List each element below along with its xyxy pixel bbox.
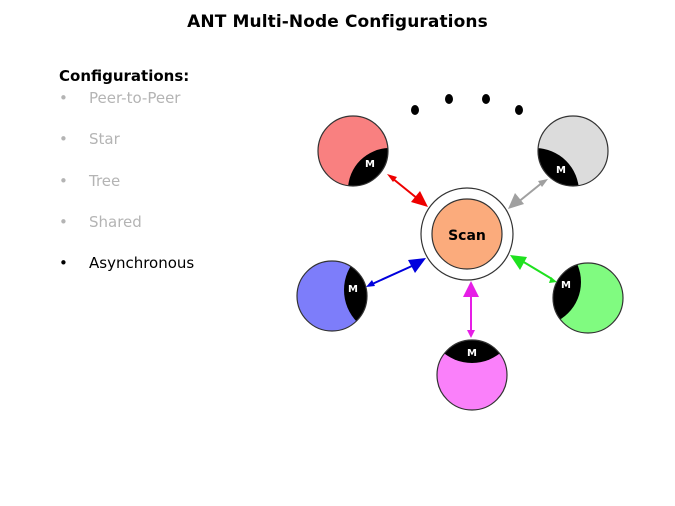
- ellipsis-dot: [445, 94, 453, 104]
- arrowhead-small: [538, 179, 548, 187]
- blue-node: M: [296, 260, 368, 332]
- bullet-icon: •: [59, 212, 68, 231]
- continuation-dots: [411, 94, 523, 115]
- slide-title: ANT Multi-Node Configurations: [187, 12, 488, 32]
- arrowhead-small: [387, 174, 397, 182]
- scan-node: Scan: [420, 187, 514, 281]
- master-segment: [538, 148, 579, 186]
- gray-node: M: [537, 115, 609, 187]
- arrowhead-large: [411, 191, 428, 207]
- arrowhead-small: [366, 280, 375, 287]
- arrowhead-large: [408, 258, 426, 273]
- ellipsis-dot: [411, 105, 419, 115]
- green-arrow: [510, 255, 557, 283]
- ellipsis-dot: [515, 105, 523, 115]
- master-label: M: [467, 348, 477, 359]
- scan-label: Scan: [448, 228, 486, 244]
- arrowhead-small: [549, 277, 557, 283]
- config-label: Star: [89, 130, 120, 149]
- config-label: Asynchronous: [89, 254, 195, 273]
- ellipsis-dot: [482, 94, 490, 104]
- master-segment: [553, 263, 581, 326]
- green-node: M: [552, 262, 624, 334]
- config-label: Tree: [89, 171, 121, 190]
- master-label: M: [561, 280, 571, 291]
- master-label: M: [556, 165, 566, 176]
- bullet-icon: •: [59, 130, 68, 149]
- gray-arrow: [508, 179, 548, 209]
- master-label: M: [348, 284, 358, 295]
- bullet-icon: •: [59, 89, 68, 107]
- master-label: M: [365, 159, 375, 170]
- arrowhead-large: [508, 193, 524, 209]
- magenta-arrow: [463, 281, 479, 338]
- config-label: Peer-to-Peer: [89, 89, 181, 107]
- bullet-icon: •: [59, 171, 68, 190]
- configurations-heading: Configurations:: [59, 67, 190, 85]
- arrowhead-large: [510, 255, 527, 270]
- arrowhead-large: [463, 281, 479, 297]
- arrowhead-small: [467, 330, 475, 338]
- blue-arrow: [366, 258, 426, 287]
- scan-inner-circle: [431, 198, 503, 270]
- red-arrow: [387, 174, 428, 207]
- red-node: M: [317, 115, 389, 187]
- config-label: Shared: [89, 212, 142, 231]
- bullet-icon: •: [59, 254, 68, 273]
- master-segment: [348, 148, 388, 186]
